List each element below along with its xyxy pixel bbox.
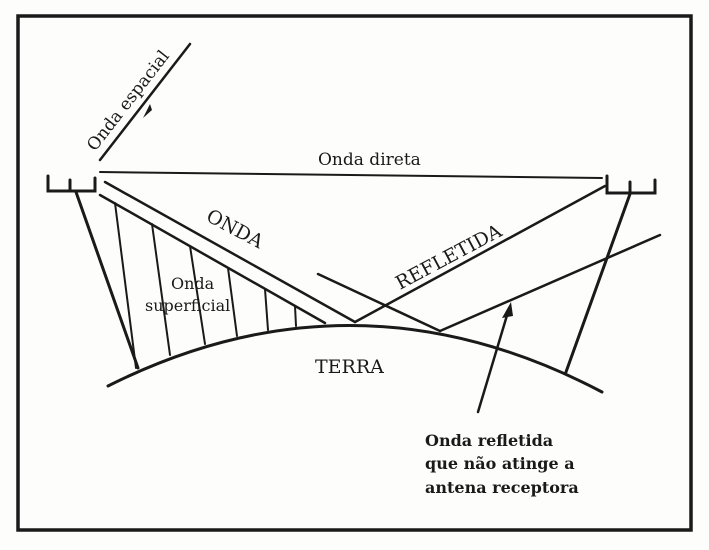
arrow-icon (476, 302, 513, 414)
earth-label: TERRA (315, 356, 384, 378)
wave-label: ONDA (203, 205, 268, 253)
reflected-label: REFLETIDA (392, 220, 506, 294)
space-wave-label: Onda espacial (83, 47, 174, 155)
space-wave-ray (98, 42, 192, 162)
transmitter-antenna (46, 174, 140, 370)
surface-wave-hatching (114, 202, 297, 369)
reflected-wave-missing-receiver (316, 233, 662, 333)
receiver-antenna (564, 174, 657, 374)
note-line-1: Onda refletida (425, 431, 553, 450)
note-line-2: que não atinge a (425, 454, 575, 473)
direct-wave-ray (99, 171, 603, 179)
frame-border (16, 14, 693, 532)
note-line-3: antena receptora (425, 478, 579, 497)
incident-wave-ray (103, 180, 357, 324)
reflected-wave-ray (353, 184, 607, 324)
earth-curve (106, 324, 604, 394)
surface-wave-upper-boundary (98, 193, 327, 325)
direct-wave-label: Onda direta (318, 150, 421, 170)
surface-wave-label-line1: Onda (171, 274, 215, 293)
surface-wave-label-line2: superficial (145, 296, 230, 315)
